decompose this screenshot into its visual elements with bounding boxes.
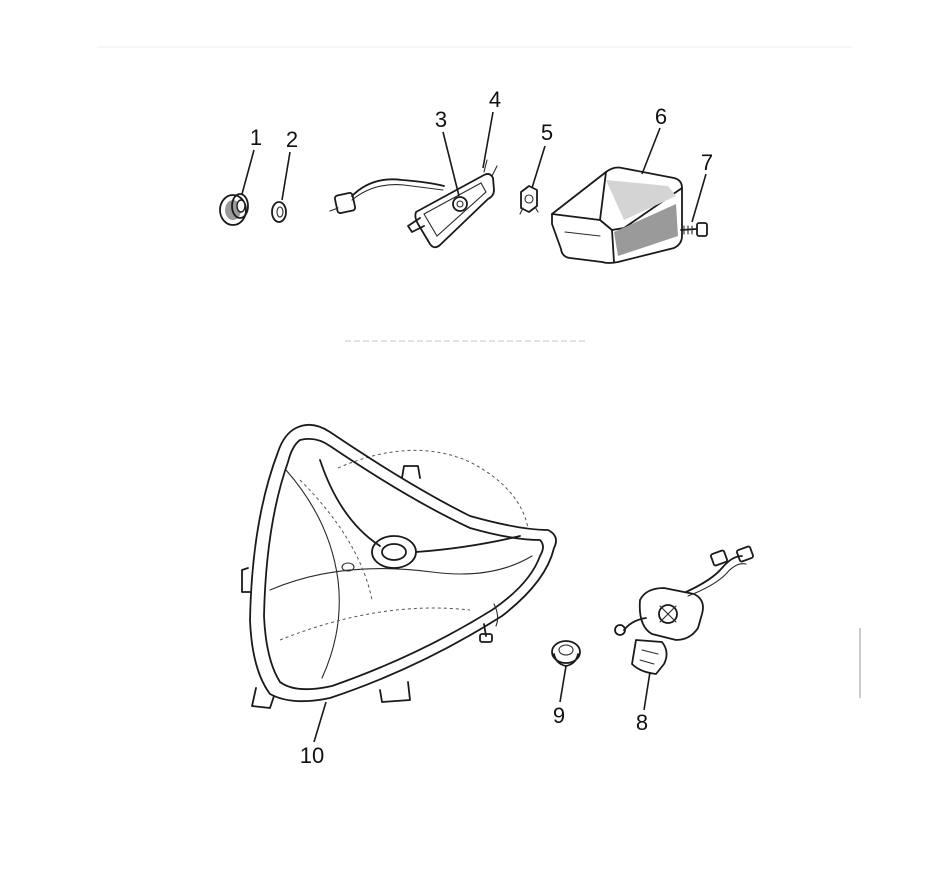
callout-9: 9 — [553, 703, 565, 728]
part-10-headlight-assembly — [241, 423, 557, 709]
part-9-bulb — [551, 640, 581, 667]
callout-5: 5 — [541, 120, 553, 145]
part-5-socket — [519, 185, 539, 215]
leader-9 — [559, 665, 567, 703]
leader-2 — [281, 151, 291, 201]
lamp-wire-harness — [329, 178, 445, 215]
part-6-lens — [551, 166, 683, 264]
part-8-socket-harness — [614, 545, 754, 675]
leader-3 — [442, 131, 460, 197]
leader-4 — [482, 111, 494, 169]
leader-lines — [241, 111, 707, 743]
callout-8: 8 — [636, 710, 648, 735]
leader-8 — [643, 671, 651, 711]
part-4-lamp-base — [407, 159, 498, 249]
callout-6: 6 — [655, 104, 667, 129]
leader-5 — [531, 145, 546, 189]
leader-6 — [641, 127, 661, 175]
part-7-screw — [680, 222, 708, 237]
callout-labels: 1 2 3 4 5 6 7 8 9 10 — [250, 87, 713, 768]
part-2-washer — [271, 201, 287, 223]
leader-7 — [691, 173, 707, 223]
callout-3: 3 — [435, 107, 447, 132]
leader-1 — [241, 149, 255, 195]
callout-10: 10 — [300, 743, 324, 768]
callout-4: 4 — [489, 87, 501, 112]
part-1-grommet — [219, 193, 249, 226]
callout-2: 2 — [286, 127, 298, 152]
callout-1: 1 — [250, 125, 262, 150]
part-3-bulb — [452, 196, 468, 212]
leader-10 — [313, 701, 327, 743]
callout-7: 7 — [701, 150, 713, 175]
